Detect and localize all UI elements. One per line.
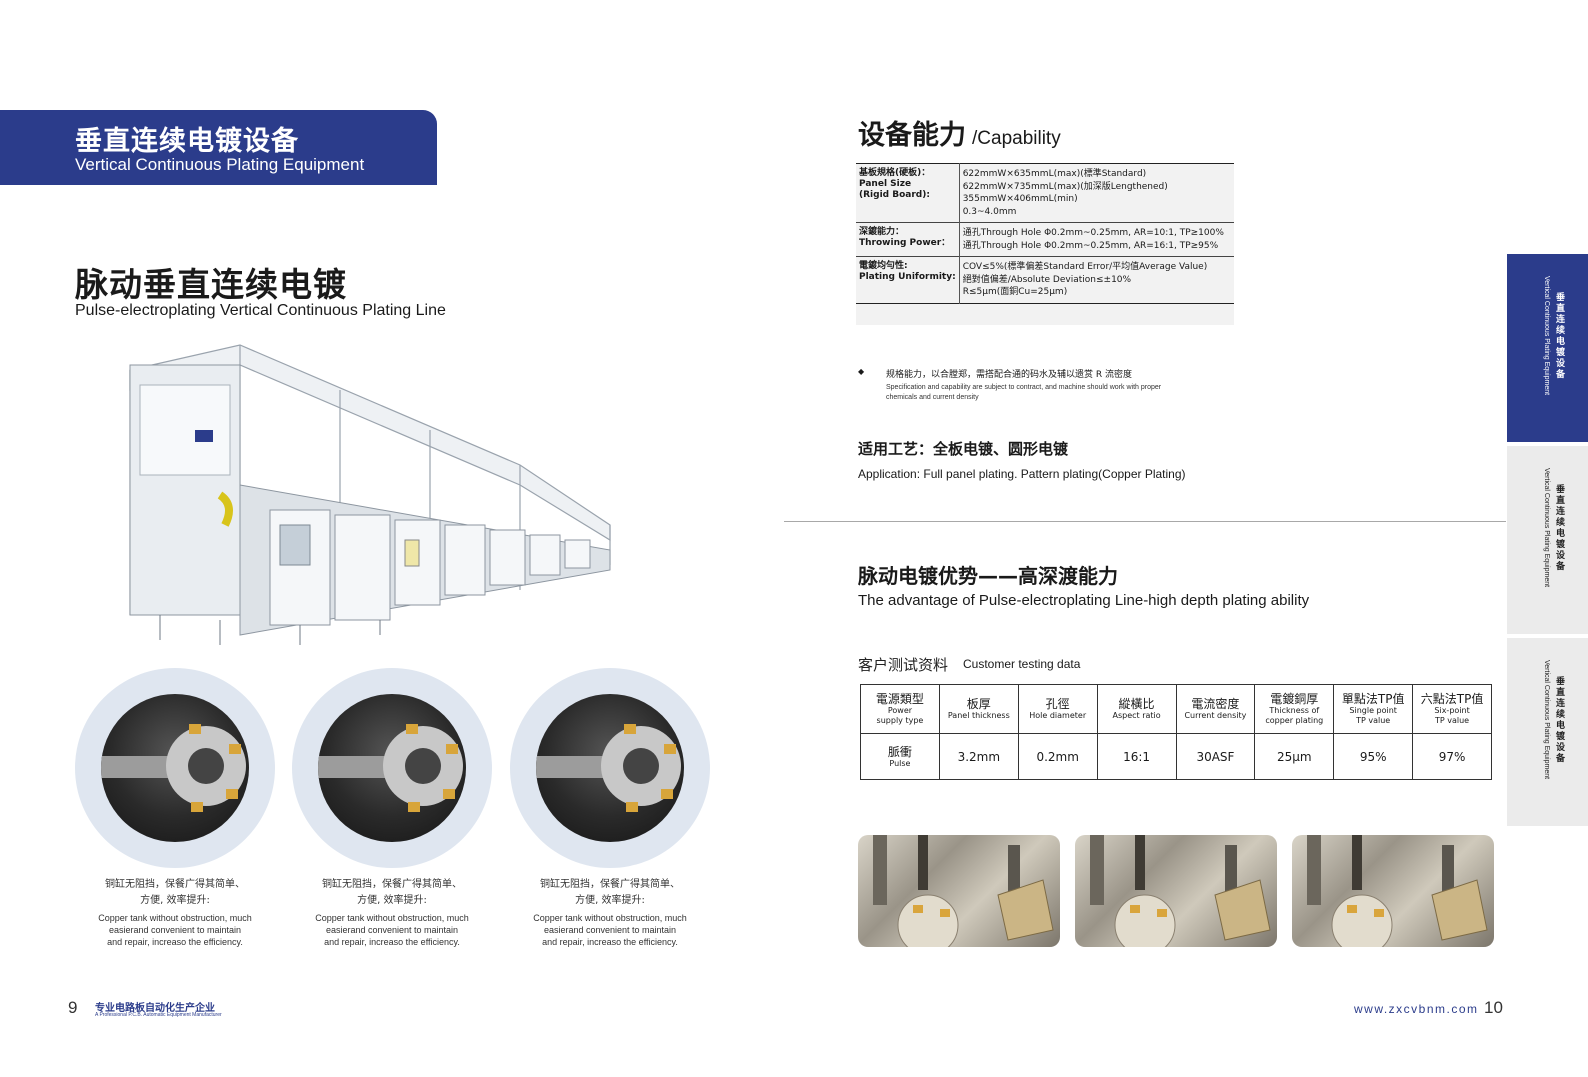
application-text-en: Application: Full panel plating. Pattern… [858, 467, 1186, 481]
plating-line-machine-image [129, 344, 611, 645]
side-tab-label-en: Vertical Continuous Plating Equipment [1543, 276, 1550, 396]
feature-caption-1: 铜缸无阻挡，保餐广得其简单、 方便, 效率提升: Copper tank wit… [60, 877, 290, 948]
caption-zh-line: 方便, 效率提升: [140, 895, 210, 906]
side-tab-label-zh: 垂直连续电镀设备 [1554, 292, 1564, 380]
section-title-en: Vertical Continuous Plating Equipment [75, 155, 365, 174]
side-tab-label-en: Vertical Continuous Plating Equipment [1543, 660, 1550, 780]
spec-label: 基板規格(硬板)： Panel Size (Rigid Board): [856, 163, 960, 223]
note-text-en: Specification and capability are subject… [886, 384, 1162, 401]
spec-label: 電鍍均勻性: Plating Uniformity: [856, 256, 960, 303]
website-url: www.zxcvbnm.com [1354, 1002, 1479, 1016]
caption-zh-line: 方便, 效率提升: [357, 895, 427, 906]
copper-tank-roller-image [101, 694, 249, 842]
caption-en-line: and repair, increaso the efficiency. [324, 937, 460, 947]
capability-title-zh: 设备能力 [858, 120, 966, 151]
feature-image-circle-3 [510, 668, 710, 868]
advantage-title-zh: 脉动电镀优势——高深渡能力 [858, 564, 1118, 588]
side-tab-1[interactable]: 垂直连续电镀设备 Vertical Continuous Plating Equ… [1507, 254, 1588, 442]
product-title-en: Pulse-electroplating Vertical Continuous… [75, 302, 446, 319]
caption-en-line: easierand convenient to maintain [108, 925, 242, 935]
test-cell-value: 97% [1412, 733, 1492, 780]
section-divider [784, 521, 1506, 522]
copper-tank-roller-image [318, 694, 466, 842]
spec-value: COV≤5%(標準偏差Standard Error/平均值Average Val… [962, 262, 1208, 297]
note-text-zh: 规格能力，以合膛郑，需搭配合通的码水及辅以遗赏 R 流密度 [886, 370, 1132, 380]
side-tab-label-zh: 垂直连续电镀设备 [1554, 484, 1564, 572]
customer-data-title-en: Customer testing data [963, 657, 1081, 671]
spec-value: 622mmW×635mmL(max)(標準Standard) 622mmW×73… [962, 169, 1168, 217]
caption-en-line: and repair, increaso the efficiency. [107, 937, 243, 947]
side-tab-2[interactable]: 垂直连续电镀设备 Vertical Continuous Plating Equ… [1507, 446, 1588, 634]
footer-company-en: A Professional P.C.B. Automatic Equipmen… [95, 1012, 222, 1018]
test-cell-value: 25μm [1254, 733, 1335, 780]
feature-caption-3: 铜缸无阻挡，保餐广得其简单、 方便, 效率提升: Copper tank wit… [495, 877, 725, 948]
spec-row-panel-size: 基板規格(硬板)： Panel Size (Rigid Board): 622m… [856, 163, 1234, 223]
test-cell-value: 16:1 [1096, 733, 1177, 780]
caption-en-line: Copper tank without obstruction, much [315, 913, 469, 923]
test-cell-value: 30ASF [1175, 733, 1256, 780]
product-title-zh: 脉动垂直连续电镀 [75, 265, 347, 304]
capability-title-en: /Capability [972, 128, 1061, 149]
side-tab-label-en: Vertical Continuous Plating Equipment [1543, 468, 1550, 588]
caption-en-line: and repair, increaso the efficiency. [542, 937, 678, 947]
tooling-photo-1 [858, 835, 1060, 947]
feature-caption-2: 铜缸无阻挡，保餐广得其简单、 方便, 效率提升: Copper tank wit… [277, 877, 507, 948]
caption-en-line: Copper tank without obstruction, much [98, 913, 252, 923]
note-bullet-icon: ◆ [858, 367, 865, 376]
caption-zh-line: 方便, 效率提升: [575, 895, 645, 906]
page-number-left: 9 [68, 998, 78, 1017]
spec-row-throwing-power: 深鍍能力： Throwing Power： 通孔Through Hole Φ0.… [856, 222, 1234, 257]
page-number-right: 10 [1484, 998, 1503, 1017]
test-cell-value: 0.2mm [1017, 733, 1098, 780]
spec-label: 深鍍能力： Throwing Power： [856, 222, 960, 257]
side-tab-3[interactable]: 垂直连续电镀设备 Vertical Continuous Plating Equ… [1507, 638, 1588, 826]
advantage-title-en: The advantage of Pulse-electroplating Li… [858, 592, 1310, 609]
section-title-zh: 垂直连续电镀设备 [75, 126, 299, 157]
caption-en-line: Copper tank without obstruction, much [533, 913, 687, 923]
test-cell-value: 95% [1333, 733, 1414, 780]
application-title-zh: 适用工艺：全板电镀、圆形电镀 [858, 440, 1069, 458]
feature-image-circle-2 [292, 668, 492, 868]
feature-image-circle-1 [75, 668, 275, 868]
customer-data-title-zh: 客户测试资料 [858, 656, 949, 674]
caption-en-line: easierand convenient to maintain [325, 925, 459, 935]
capability-spec-table: 基板規格(硬板)： Panel Size (Rigid Board): 622m… [856, 163, 1234, 325]
spec-row-plating-uniformity: 電鍍均勻性: Plating Uniformity: COV≤5%(標準偏差St… [856, 256, 1234, 303]
caption-zh-line: 铜缸无阻挡，保餐广得其简单、 [105, 879, 245, 890]
section-header-band: 垂直连续电镀设备 Vertical Continuous Plating Equ… [0, 110, 437, 185]
tooling-photo-3 [1292, 835, 1494, 947]
spec-value: 通孔Through Hole Φ0.2mm~0.25mm, AR=10:1, T… [962, 228, 1224, 251]
caption-en-line: easierand convenient to maintain [543, 925, 677, 935]
caption-zh-line: 铜缸无阻挡，保餐广得其简单、 [322, 879, 462, 890]
side-tab-label-zh: 垂直连续电镀设备 [1554, 676, 1564, 764]
copper-tank-roller-image [536, 694, 684, 842]
capability-title: 设备能力/Capability [858, 113, 1061, 152]
caption-zh-line: 铜缸无阻挡，保餐广得其简单、 [540, 879, 680, 890]
test-cell-value: 3.2mm [938, 733, 1019, 780]
footer-company-zh: 专业电路板自动化生产企业 [95, 1003, 215, 1014]
tooling-photo-2 [1075, 835, 1277, 947]
